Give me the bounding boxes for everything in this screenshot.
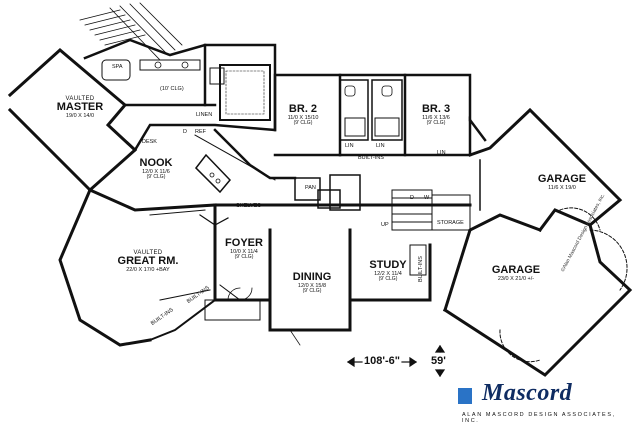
room-garage-2: GARAGE 23/0 X 21/0 +/- [491, 264, 541, 282]
nook-clg: (9' CLG) [146, 174, 166, 181]
br2-dims: 11/0 X 15/10 [287, 114, 319, 121]
logo-mark-icon [458, 388, 472, 404]
label-ref: REF [195, 129, 206, 135]
front-rooms-walls [204, 203, 472, 346]
room-nook: NOOK 12/0 X 11/6 (9' CLG) [139, 157, 173, 181]
label-shelves: SHELVES [236, 203, 261, 209]
master-bath-walls [83, 38, 277, 132]
br3-dims: 11/6 X 13/6 [422, 114, 450, 121]
label-d: D [183, 129, 187, 135]
dining-dims: 12/0 X 15/8 [297, 282, 327, 289]
dining-clg: (9' CLG) [302, 288, 322, 295]
label-built-ins: BUILT-INS [358, 155, 384, 161]
master-dims: 19/0 X 14/0 [65, 112, 95, 119]
study-dims: 12/2 X 11/4 [374, 270, 402, 277]
dining-name: DINING [292, 271, 332, 283]
nook-name: NOOK [139, 157, 173, 169]
label-lin-3: LIN [437, 150, 446, 156]
kitchen-walls [133, 73, 472, 211]
foyer-name: FOYER [225, 237, 263, 249]
great-vaulted: VAULTED [133, 250, 163, 256]
great-room-walls [58, 188, 229, 347]
stairs [391, 189, 471, 276]
room-dining: DINING 12/0 X 15/8 (9' CLG) [292, 271, 332, 295]
label-linen: LINEN [196, 112, 213, 118]
label-built-ins-study: BUILT-INS [418, 256, 424, 282]
foyer-dims: 10/0 X 11/4 [230, 248, 258, 255]
room-master: VAULTED MASTER 19/0 X 14/0 [57, 96, 103, 120]
master-wing-walls [7, 48, 138, 193]
label-up: UP [381, 222, 389, 228]
br2-name: BR. 2 [288, 103, 318, 115]
garage1-dims: 11/6 X 19/0 [548, 184, 576, 191]
label-desk: DESK [142, 139, 157, 145]
trellis [79, 2, 183, 61]
nook-dims: 12/0 X 11/6 [142, 168, 170, 175]
study-name: STUDY [369, 259, 407, 271]
overall-depth: 59' [431, 355, 446, 367]
label-lin-1: LIN [345, 143, 354, 149]
label-washer: W [424, 195, 430, 201]
logo-word: Mascord [482, 380, 573, 406]
br2-clg: (9' CLG) [293, 120, 313, 127]
room-br3: BR. 3 11/6 X 13/6 (9' CLG) [421, 103, 451, 127]
label-master-bath-clg: (10' CLG) [160, 86, 184, 92]
room-study: STUDY 12/2 X 11/4 (9' CLG) [369, 259, 407, 283]
garage1-name: GARAGE [537, 173, 587, 185]
label-spa: SPA [112, 64, 123, 70]
room-great: VAULTED GREAT RM. 22/0 X 17/0 +BAY [118, 250, 179, 274]
dimension-arrows [346, 344, 446, 378]
bedroom-walls [273, 73, 487, 157]
closet [219, 64, 271, 121]
room-garage-1: GARAGE 11/6 X 19/0 [537, 173, 587, 191]
master-name: MASTER [56, 101, 104, 114]
garage-walls [442, 107, 633, 377]
study-clg: (9' CLG) [378, 276, 398, 283]
label-lin-2: LIN [376, 143, 385, 149]
master-vaulted: VAULTED [65, 96, 95, 102]
great-name: GREAT RM. [117, 255, 179, 268]
foyer-clg: (9' CLG) [234, 254, 254, 261]
br3-clg: (9' CLG) [426, 120, 446, 127]
label-storage: STORAGE [437, 220, 464, 226]
logo-subtitle: ALAN MASCORD DESIGN ASSOCIATES, INC. [462, 412, 616, 424]
room-br2: BR. 2 11/0 X 15/10 (9' CLG) [287, 103, 319, 127]
garage-doors [499, 207, 628, 363]
overall-width: 108'-6" [364, 355, 400, 367]
great-dims: 22/0 X 17/0 +BAY [126, 266, 170, 273]
mascord-logo: Mascord ALAN MASCORD DESIGN ASSOCIATES, … [456, 380, 628, 424]
label-pan: PAN [305, 185, 316, 191]
br3-name: BR. 3 [421, 103, 451, 115]
label-dryer: D [410, 195, 414, 201]
garage2-name: GARAGE [491, 264, 541, 276]
room-foyer: FOYER 10/0 X 11/4 (9' CLG) [225, 237, 263, 261]
garage2-dims: 23/0 X 21/0 +/- [497, 275, 535, 282]
